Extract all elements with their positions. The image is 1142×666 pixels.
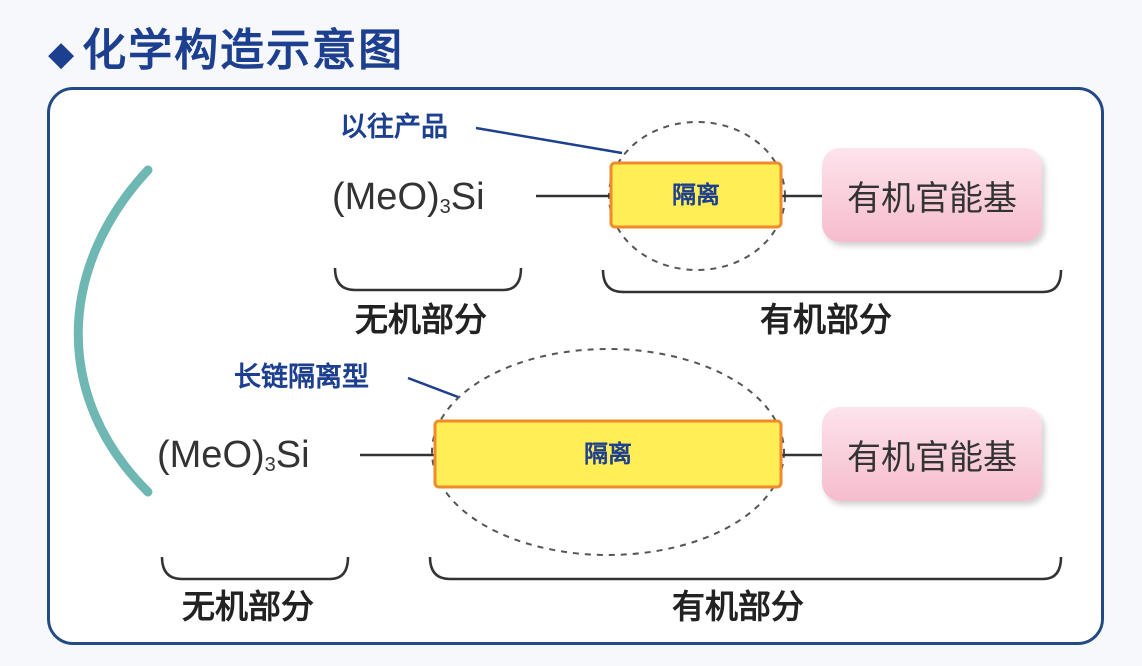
row2-organic-brace — [428, 556, 1063, 581]
page-title: ◆化学构造示意图 — [48, 14, 404, 78]
row2-functional-group-label: 有机官能基 — [847, 437, 1017, 478]
row1-organic-brace — [601, 269, 1063, 294]
row2-inorganic-brace — [160, 556, 350, 581]
grouping-arc — [73, 165, 153, 497]
row1-spacer-box — [609, 161, 783, 229]
row1-formula: (MeO)3Si — [332, 178, 485, 217]
row2-organic-label: 有机部分 — [672, 587, 804, 626]
row1-functional-group-label: 有机官能基 — [847, 178, 1017, 219]
row1-organic-label: 有机部分 — [760, 300, 892, 339]
row2-formula-subscript: 3 — [264, 454, 276, 476]
row1-inorganic-label: 无机部分 — [355, 300, 487, 339]
row2-spacer-label: 隔离 — [584, 440, 632, 468]
row2-functional-group: 有机官能基 — [822, 407, 1042, 501]
row2-spacer-box — [433, 419, 783, 489]
row2-callout-label: 长链隔离型 — [234, 362, 369, 393]
row1-formula-subscript: 3 — [439, 196, 451, 218]
row2-callout-line — [407, 376, 459, 399]
row2-inorganic-label: 无机部分 — [182, 587, 314, 626]
row1-spacer-label: 隔离 — [672, 181, 720, 209]
row1-callout-label: 以往产品 — [340, 112, 448, 143]
row1-callout-line — [475, 126, 623, 155]
row2-formula: (MeO)3Si — [157, 436, 310, 475]
row1-formula-tail: Si — [450, 176, 485, 218]
title-text: 化学构造示意图 — [82, 25, 405, 76]
row2-highlight-ellipse — [431, 348, 785, 556]
row2-formula-tail: Si — [275, 434, 310, 476]
row1-formula-main: (MeO) — [332, 176, 440, 218]
row1-functional-group: 有机官能基 — [822, 148, 1042, 242]
row2-formula-main: (MeO) — [157, 434, 265, 476]
diamond-icon: ◆ — [48, 34, 77, 74]
row1-inorganic-brace — [333, 267, 523, 292]
